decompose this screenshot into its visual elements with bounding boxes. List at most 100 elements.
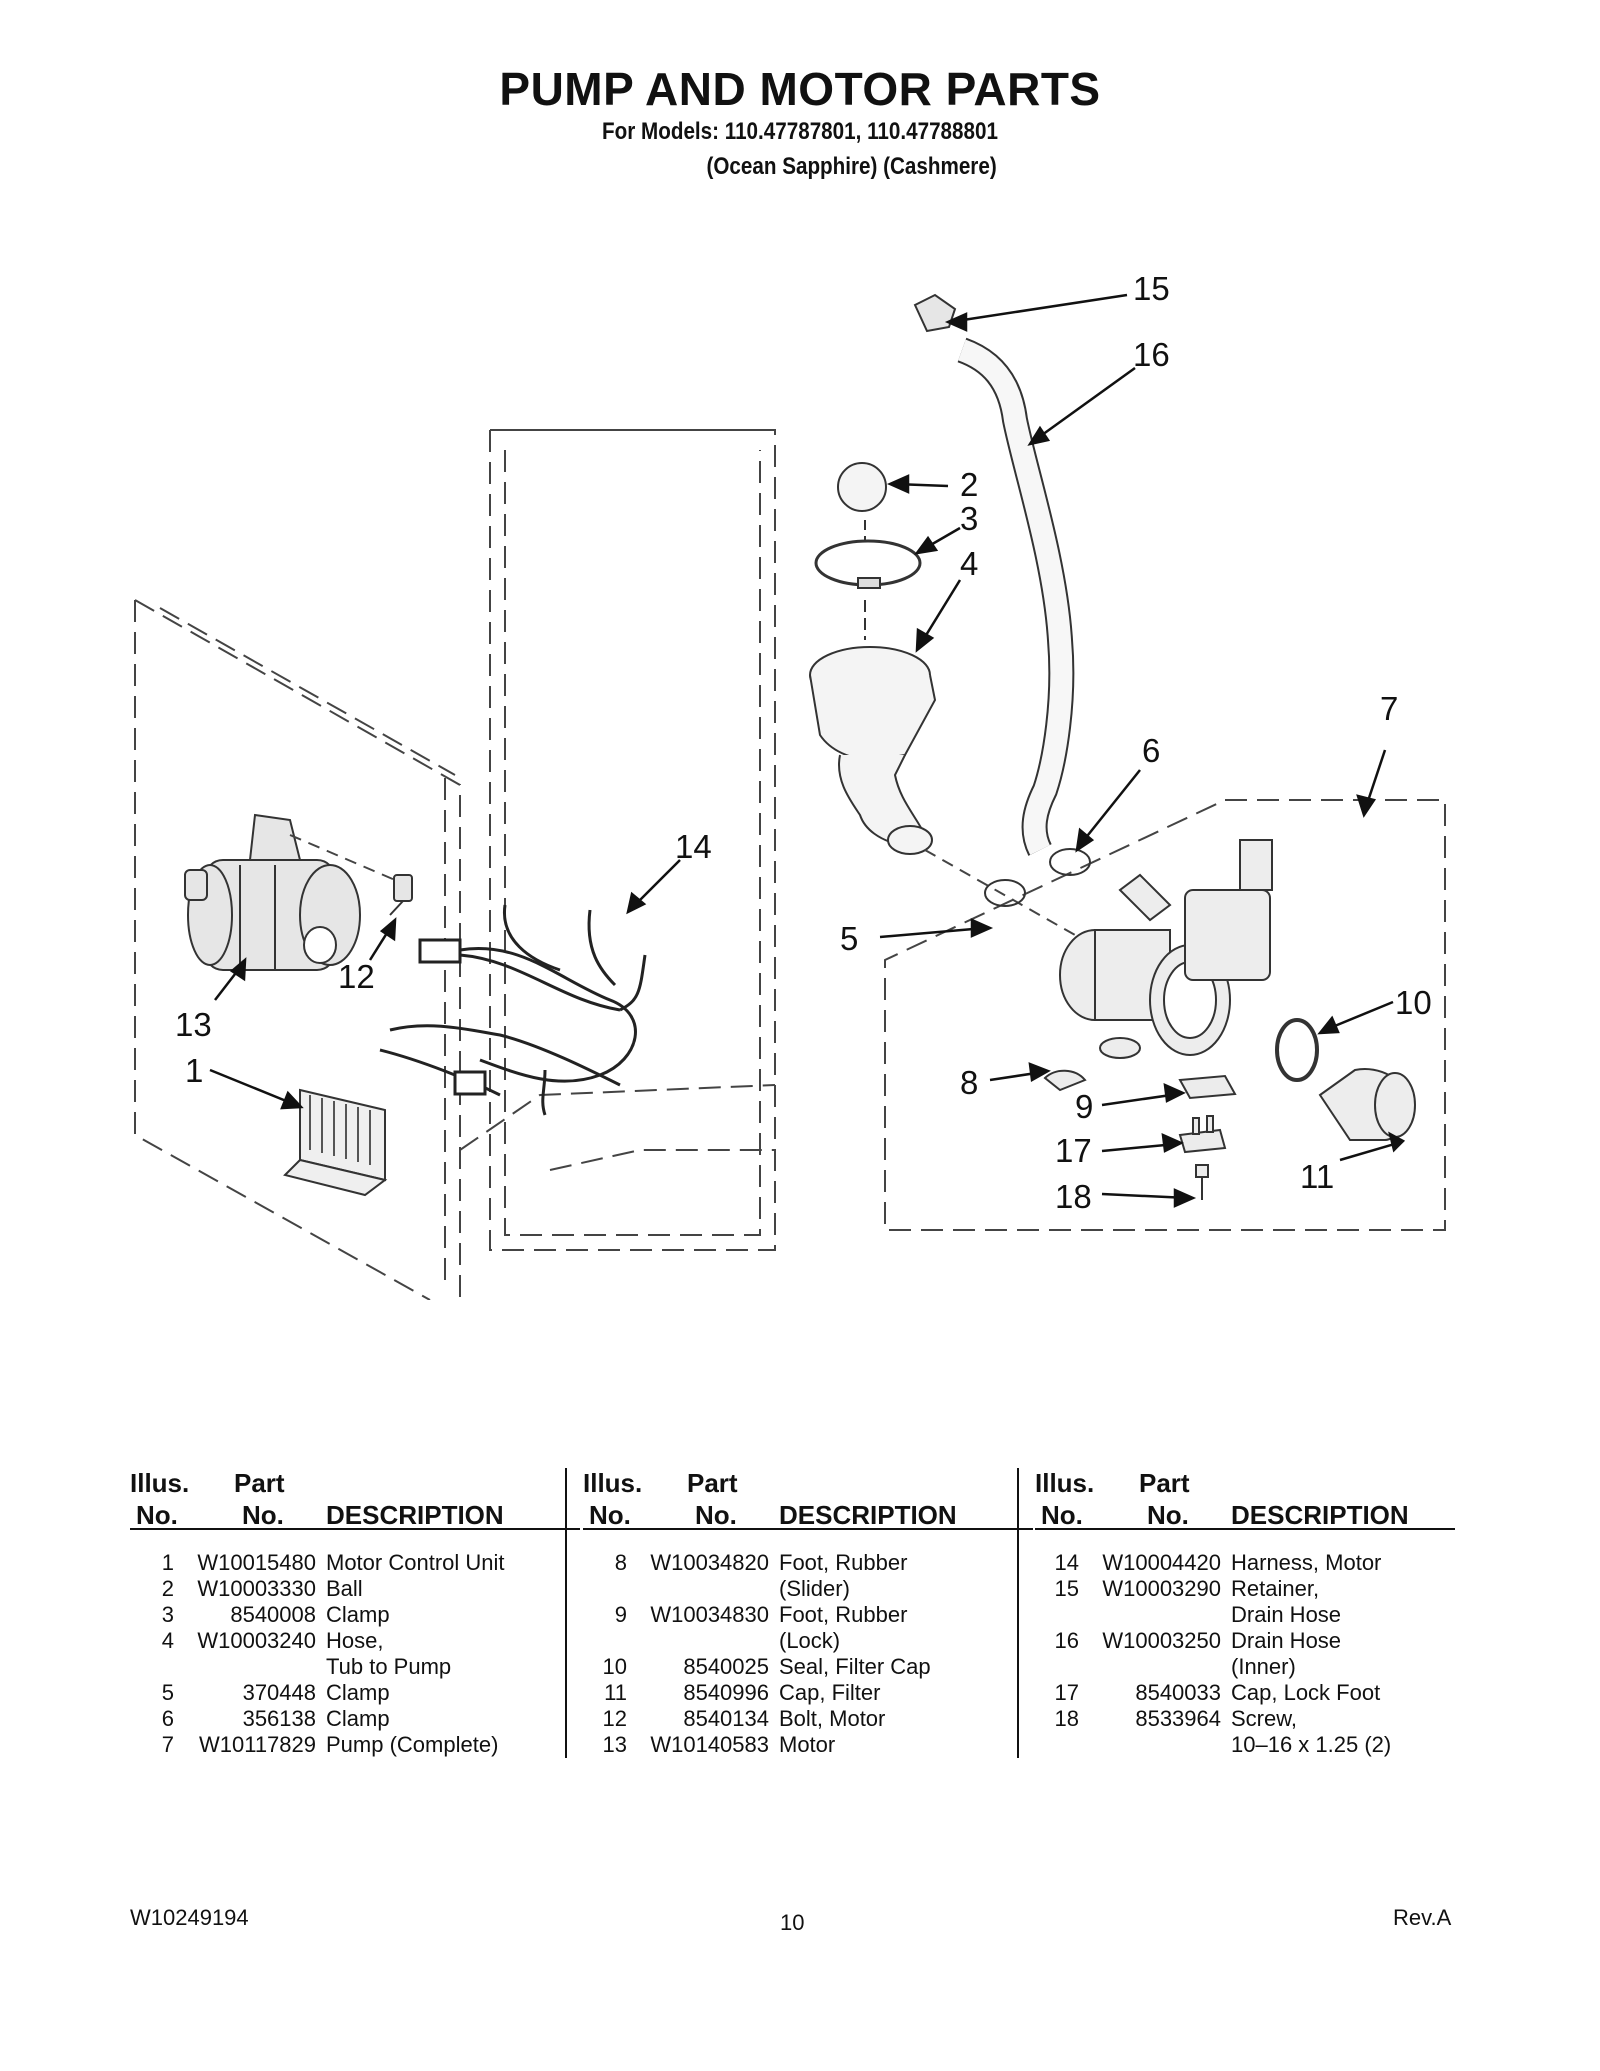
header-part: Part xyxy=(1139,1468,1190,1498)
table-row: 10–16 x 1.25 (2) xyxy=(1035,1732,1455,1758)
part-description: Hose, xyxy=(326,1628,384,1653)
page-title: PUMP AND MOTOR PARTS xyxy=(499,63,1101,115)
table-row: 4 W10003240 Hose, xyxy=(130,1628,580,1654)
part-number: W10117829 xyxy=(198,1732,316,1757)
header-part: Part xyxy=(234,1468,285,1498)
part-description: (Slider) xyxy=(779,1576,850,1601)
callout-3: 3 xyxy=(960,500,978,537)
header-part-no: No. xyxy=(695,1500,737,1530)
part-description: Foot, Rubber xyxy=(779,1602,908,1627)
part-number: W10004420 xyxy=(1102,1550,1221,1575)
illus-number: 6 xyxy=(161,1706,174,1731)
doc-number: W10249194 xyxy=(130,1905,249,1930)
illus-number: 9 xyxy=(614,1602,627,1627)
part-description: Clamp xyxy=(326,1680,390,1705)
illus-number: 4 xyxy=(161,1628,174,1653)
parts-table-column-1: Illus. No. Part No. DESCRIPTION 1 W100154… xyxy=(130,1460,580,1758)
header-description: DESCRIPTION xyxy=(779,1500,957,1530)
pump-illustration xyxy=(1059,839,1273,1059)
pump-assembly-box xyxy=(884,799,1446,1231)
part-number: 8540025 xyxy=(683,1654,769,1679)
drain-hose-illustration xyxy=(913,293,1075,856)
header-description: DESCRIPTION xyxy=(326,1500,504,1530)
illus-number: 11 xyxy=(604,1680,627,1705)
part-number: W10015480 xyxy=(197,1550,316,1575)
part-description: Foot, Rubber xyxy=(779,1550,908,1575)
callout-14: 14 xyxy=(675,828,712,865)
table-row: 15 W10003290 Retainer, xyxy=(1035,1576,1455,1602)
part-description: Cap, Lock Foot xyxy=(1231,1680,1381,1705)
part-number: W10034830 xyxy=(650,1602,769,1627)
header-illus: Illus. xyxy=(583,1468,643,1498)
part-description: Drain Hose xyxy=(1231,1628,1342,1653)
part-description: Clamp xyxy=(326,1602,390,1627)
column-divider xyxy=(565,1468,567,1758)
part-number: W10003240 xyxy=(197,1628,316,1653)
callout-8: 8 xyxy=(960,1064,978,1101)
illus-number: 10 xyxy=(602,1654,627,1679)
models-line: For Models: 110.47787801, 110.47788801 xyxy=(602,118,998,145)
illus-number: 18 xyxy=(1054,1706,1079,1731)
illus-number: 16 xyxy=(1054,1628,1079,1653)
part-description: Ball xyxy=(326,1576,363,1601)
header-illus-no: No. xyxy=(1041,1500,1083,1530)
table-header: Illus. No. Part No. DESCRIPTION xyxy=(583,1460,1033,1530)
table-row: (Inner) xyxy=(1035,1654,1455,1680)
header-illus: Illus. xyxy=(130,1468,190,1498)
part-number: W10140583 xyxy=(650,1732,769,1757)
callout-18: 18 xyxy=(1055,1178,1092,1215)
feet-illustration xyxy=(1043,1069,1237,1200)
callout-15: 15 xyxy=(1133,270,1170,307)
callout-17: 17 xyxy=(1055,1132,1092,1169)
part-description: Clamp xyxy=(326,1706,390,1731)
bolt-illustration xyxy=(389,874,413,916)
part-number: W10003250 xyxy=(1102,1628,1221,1653)
illus-number: 2 xyxy=(161,1576,174,1601)
illus-number: 1 xyxy=(161,1550,174,1575)
table-row: Tub to Pump xyxy=(130,1654,580,1680)
header-illus-no: No. xyxy=(136,1500,178,1530)
part-description: Screw, xyxy=(1231,1706,1298,1731)
page-number: 10 xyxy=(780,1910,805,1935)
part-description: Seal, Filter Cap xyxy=(779,1654,931,1679)
header-illus-no: No. xyxy=(589,1500,631,1530)
header-part: Part xyxy=(687,1468,738,1498)
part-number: W10034820 xyxy=(650,1550,769,1575)
tub-hose-illustration xyxy=(809,462,937,855)
part-number: 8540008 xyxy=(230,1602,316,1627)
callout-4: 4 xyxy=(960,545,978,582)
table-row: Drain Hose xyxy=(1035,1602,1455,1628)
callout-1: 1 xyxy=(185,1052,203,1089)
part-description: Tub to Pump xyxy=(326,1654,452,1679)
table-row: 10 8540025 Seal, Filter Cap xyxy=(583,1654,1033,1680)
part-number: 8540996 xyxy=(683,1680,769,1705)
part-number: 8533964 xyxy=(1135,1706,1221,1731)
illus-number: 7 xyxy=(161,1732,174,1757)
part-number: 356138 xyxy=(242,1706,316,1731)
part-number: W10003290 xyxy=(1102,1576,1221,1601)
illus-number: 5 xyxy=(161,1680,174,1705)
table-row: 18 8533964 Screw, xyxy=(1035,1706,1455,1732)
callout-13: 13 xyxy=(175,1006,212,1043)
callout-leaders xyxy=(209,293,1406,1208)
cabinet-outline xyxy=(134,429,776,1300)
filter-illustration xyxy=(1275,1018,1416,1141)
part-description: Retainer, xyxy=(1231,1576,1320,1601)
header-part-no: No. xyxy=(1147,1500,1189,1530)
part-description: Drain Hose xyxy=(1231,1602,1342,1627)
table-header: Illus. No. Part No. DESCRIPTION xyxy=(130,1460,580,1530)
part-description: 10–16 x 1.25 (2) xyxy=(1231,1732,1392,1757)
illus-number: 15 xyxy=(1054,1576,1079,1601)
part-description: Pump (Complete) xyxy=(326,1732,499,1757)
table-row: (Lock) xyxy=(583,1628,1033,1654)
clamps-illustration xyxy=(984,848,1091,907)
